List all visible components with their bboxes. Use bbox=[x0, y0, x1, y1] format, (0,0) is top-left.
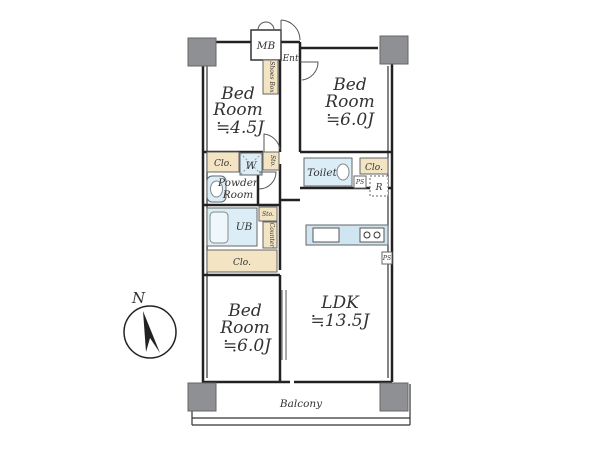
bedroom-4-5-label-bed: Bed bbox=[220, 84, 255, 104]
mb-label: MB bbox=[256, 40, 276, 52]
storage-mid-label: Sto. bbox=[262, 211, 274, 218]
toilet-area: Toilet Clo. PS R bbox=[303, 157, 389, 197]
shoes-box-label: Shoes Box bbox=[268, 61, 275, 93]
compass-ring bbox=[123, 305, 177, 359]
refrigerator-label: R bbox=[375, 183, 383, 193]
compass-north-label: N bbox=[131, 289, 146, 307]
pipe-space-1-label: PS bbox=[355, 179, 364, 186]
unit-bath: UB Sto. Counter bbox=[206, 206, 278, 249]
compass-needle-icon bbox=[143, 311, 160, 353]
kitchen-counter: PS bbox=[305, 224, 393, 265]
powder-room-label-1: Powder bbox=[217, 177, 259, 189]
bedroom-4-5: Bed Room ≒4.5J bbox=[212, 84, 281, 152]
interior-walls bbox=[203, 42, 392, 382]
meter-box: MB bbox=[250, 21, 282, 61]
ldk-size: ≒13.5J bbox=[311, 311, 371, 331]
entrance-door bbox=[280, 19, 301, 41]
closet-left-label: Clo. bbox=[214, 159, 232, 169]
bedroom-top-right-size: ≒6.0J bbox=[326, 110, 375, 130]
bedroom-4-5-label-room: Room bbox=[212, 100, 262, 120]
wash-area: Clo. W Sto. bbox=[206, 151, 280, 176]
ldk: LDK ≒13.5J bbox=[311, 293, 371, 331]
compass: N bbox=[123, 289, 177, 359]
exterior-walls bbox=[201, 40, 394, 384]
unit-bath-label: UB bbox=[236, 221, 253, 233]
bedroom-bottom-left-size: ≒6.0J bbox=[223, 336, 272, 356]
entrance-label: Ent. bbox=[282, 54, 302, 64]
bedroom-4-5-size: ≒4.5J bbox=[216, 118, 265, 138]
bedroom-bottom-left-label-room: Room bbox=[219, 318, 269, 338]
structural-columns bbox=[187, 35, 409, 412]
closet-right-label: Clo. bbox=[365, 163, 383, 173]
ldk-label: LDK bbox=[320, 293, 360, 313]
pipe-space-2-label: PS bbox=[382, 255, 391, 262]
bedroom-bottom-left: Bed Room ≒6.0J bbox=[219, 290, 287, 360]
counter-label: Counter bbox=[268, 223, 275, 249]
bedroom-top-right-label-bed: Bed bbox=[332, 75, 367, 95]
closet-lower-label: Clo. bbox=[233, 258, 251, 268]
bedroom-bottom-left-label-bed: Bed bbox=[227, 301, 262, 321]
powder-room: Powder Room bbox=[206, 171, 277, 203]
storage-top-label: Sto. bbox=[269, 155, 276, 167]
balcony: Balcony bbox=[191, 384, 411, 426]
toilet-label: Toilet bbox=[307, 167, 337, 179]
closet-lower: Clo. bbox=[206, 249, 278, 273]
bedroom-top-right: Bed Room ≒6.0J bbox=[300, 61, 375, 130]
shoes-box: Shoes Box bbox=[262, 59, 279, 95]
bedroom-top-right-label-room: Room bbox=[324, 92, 374, 112]
balcony-label: Balcony bbox=[279, 398, 323, 410]
powder-room-label-2: Room bbox=[222, 189, 254, 201]
washer-label: W bbox=[246, 160, 258, 172]
